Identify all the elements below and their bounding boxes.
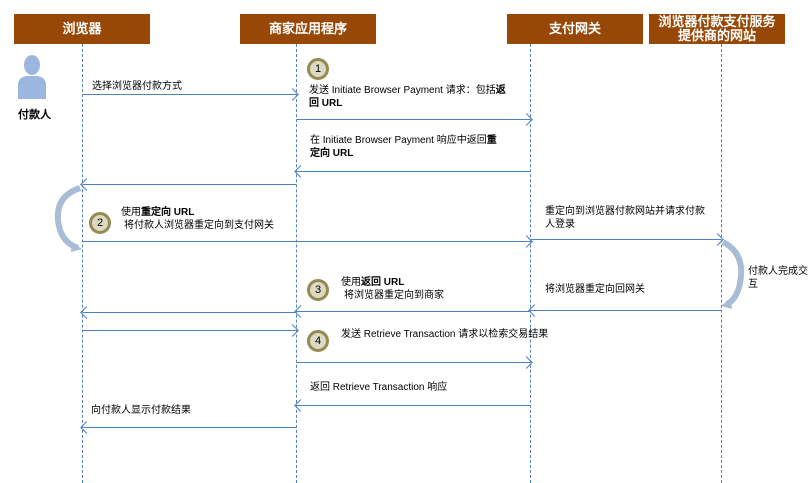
message-label-2: 发送 Initiate Browser Payment 请求：包括返回 URL — [309, 84, 524, 110]
message-bold-text: 返回 URL — [361, 277, 405, 288]
payer-interaction-curve-icon — [721, 239, 745, 309]
message-arrow-1 — [83, 94, 296, 95]
message-arrow-10 — [297, 405, 530, 406]
lane-header-browser: 浏览器 — [14, 14, 150, 44]
lifeline-provider — [721, 44, 722, 483]
message-label-11: 向付款人显示付款结果 — [91, 405, 191, 416]
lane-label-gateway: 支付网关 — [548, 21, 601, 36]
lifeline-browser — [82, 44, 83, 483]
message-arrow-5 — [531, 239, 721, 240]
message-arrow-9 — [297, 362, 530, 363]
message-bold-text: 重 — [486, 135, 497, 146]
message-label-9: 发送 Retrieve Transaction 请求以检索交易结果 — [341, 329, 549, 340]
step-badge-4: 4 — [307, 330, 329, 352]
message-bold-text: 重定向 URL — [141, 207, 195, 218]
message-arrow-4 — [83, 241, 530, 242]
lane-header-merchant: 商家应用程序 — [240, 14, 376, 44]
lifeline-merchant — [296, 44, 297, 483]
message-label-5: 重定向到浏览器付款网站并请求付款人登录 — [545, 206, 705, 230]
message-label-4: 使用重定向 URL 将付款人浏览器重定向到支付网关 — [121, 206, 274, 232]
message-label-7: 将浏览器重定向回网关 — [545, 284, 645, 295]
message-text: 将付款人浏览器重定向到支付网关 — [124, 220, 274, 231]
message-text: 使用 — [341, 277, 361, 288]
message-arrow-8 — [297, 311, 530, 312]
message-arrow-11 — [83, 427, 296, 428]
message-text: 将浏览器重定向到商家 — [344, 290, 444, 301]
lane-label-merchant: 商家应用程序 — [268, 21, 347, 36]
message-label-3: 在 Initiate Browser Payment 响应中返回重定向 URL — [310, 134, 528, 160]
step-badge-2: 2 — [89, 212, 111, 234]
lane-header-gateway: 支付网关 — [507, 14, 643, 44]
self-redirect-curve-icon — [54, 185, 82, 252]
lane-label-provider: 浏览器付款支付服务提供商的网站 — [658, 14, 776, 43]
message-text: 使用 — [121, 207, 141, 218]
message-text: 在 Initiate Browser Payment 响应中返回 — [310, 135, 487, 146]
lifeline-gateway — [530, 44, 531, 483]
step-badge-1: 1 — [307, 58, 329, 80]
message-arrow-8b — [83, 312, 296, 313]
step-badge-3: 3 — [307, 279, 329, 301]
message-bold-text: 定向 URL — [310, 148, 354, 159]
person-icon — [18, 55, 46, 99]
message-bold-text: 回 URL — [309, 98, 343, 109]
message-label-6: 付款人完成交互 — [748, 266, 808, 290]
message-label-10: 返回 Retrieve Transaction 响应 — [310, 382, 448, 393]
message-arrow-3b — [83, 184, 296, 185]
lane-header-provider: 浏览器付款支付服务提供商的网站 — [649, 14, 785, 44]
actor-label: 付款人 — [18, 109, 51, 121]
message-arrow-3 — [297, 171, 530, 172]
message-arrow-7 — [531, 310, 721, 311]
message-label-1: 选择浏览器付款方式 — [92, 81, 182, 92]
message-text: 发送 Initiate Browser Payment 请求：包括 — [309, 85, 496, 96]
message-label-8: 使用返回 URL 将浏览器重定向到商家 — [341, 276, 444, 302]
lane-label-browser: 浏览器 — [62, 21, 102, 36]
message-bold-text: 返 — [495, 85, 506, 96]
message-arrow-9a — [83, 330, 296, 331]
message-arrow-2 — [297, 119, 530, 120]
